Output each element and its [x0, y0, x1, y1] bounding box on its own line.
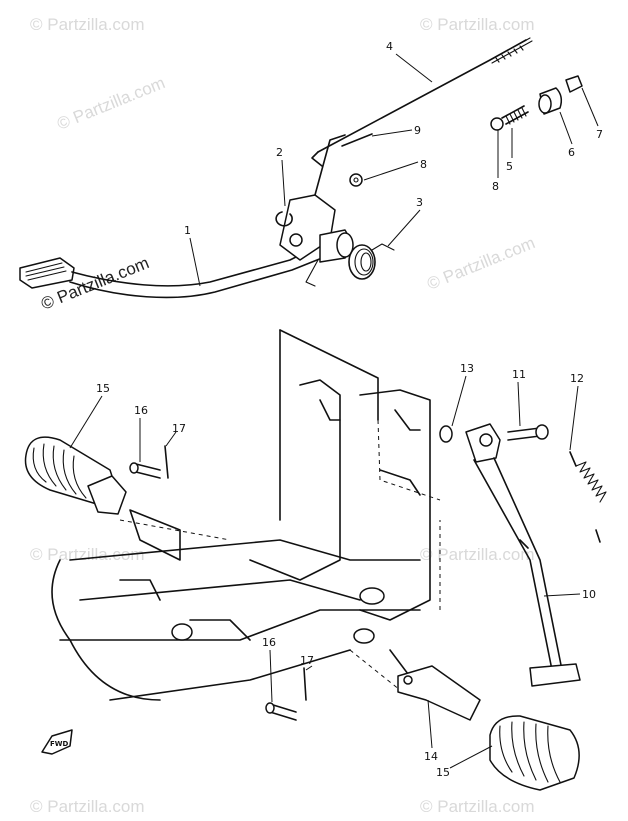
nut	[565, 75, 583, 93]
callout-14[interactable]: 14	[424, 750, 438, 763]
callout-7[interactable]: 7	[596, 128, 603, 141]
callout-10[interactable]: 10	[582, 588, 596, 601]
pivot-bolt[interactable]	[507, 424, 549, 441]
callout-5[interactable]: 5	[506, 160, 513, 173]
brake-pedal[interactable]	[19, 134, 354, 299]
callout-6[interactable]: 6	[568, 146, 575, 159]
cotter-pin[interactable]	[341, 133, 373, 147]
fwd-label: FWD	[50, 740, 69, 748]
callout-9[interactable]: 9	[414, 124, 421, 137]
watermark-text: © Partzilla.com	[30, 545, 145, 564]
callout-13[interactable]: 13	[460, 362, 474, 375]
stand-spring[interactable]	[569, 451, 607, 543]
callout-2[interactable]: 2	[276, 146, 283, 159]
side-stand[interactable]	[465, 423, 581, 687]
bolt-upper[interactable]	[129, 462, 161, 479]
watermark-text: © Partzilla.com	[30, 797, 145, 816]
footrest-rubber-right[interactable]	[489, 715, 580, 791]
watermark-text: © Partzilla.com	[54, 73, 167, 134]
callout-11[interactable]: 11	[512, 368, 526, 381]
bolt-lower[interactable]	[265, 702, 297, 721]
stand-washer[interactable]	[439, 425, 453, 443]
frame	[51, 329, 441, 701]
brake-rod[interactable]	[311, 37, 533, 167]
pin-upper[interactable]	[164, 445, 169, 479]
callout-15-upper[interactable]: 15	[96, 382, 110, 395]
footrest-bracket[interactable]	[397, 665, 481, 721]
callout-3[interactable]: 3	[416, 196, 423, 209]
washer-lower	[490, 117, 504, 131]
callout-16-lower[interactable]: 16	[262, 636, 276, 649]
callout-17-upper[interactable]: 17	[172, 422, 186, 435]
callout-8-upper[interactable]: 8	[420, 158, 427, 171]
callout-15-lower[interactable]: 15	[436, 766, 450, 779]
watermark-text: © Partzilla.com	[420, 15, 535, 34]
brake-rod-hardware[interactable]	[490, 75, 583, 131]
washer-upper[interactable]	[349, 173, 363, 187]
callout-4[interactable]: 4	[386, 40, 393, 53]
pin-lower[interactable]	[303, 667, 307, 701]
callout-12[interactable]: 12	[570, 372, 584, 385]
callout-1[interactable]: 1	[184, 224, 191, 237]
fwd-arrow-icon: FWD	[41, 729, 73, 755]
watermark-text: © Partzilla.com	[420, 797, 535, 816]
footrest-rubber-left[interactable]	[24, 436, 127, 515]
circlip[interactable]	[275, 211, 293, 227]
callout-8-lower[interactable]: 8	[492, 180, 499, 193]
callout-labels: 1 2 3 4 5 6 7 8 8 9 10 11 12 13 14 15 15…	[96, 40, 603, 779]
brake-return-spring[interactable]	[348, 243, 395, 280]
watermark-text: © Partzilla.com	[420, 545, 535, 564]
watermark-text: © Partzilla.com	[30, 15, 145, 34]
leader-lines	[69, 53, 599, 769]
callout-16-upper[interactable]: 16	[134, 404, 148, 417]
watermark-text: © Partzilla.com	[424, 233, 537, 294]
callout-17-lower[interactable]: 17	[300, 654, 314, 667]
